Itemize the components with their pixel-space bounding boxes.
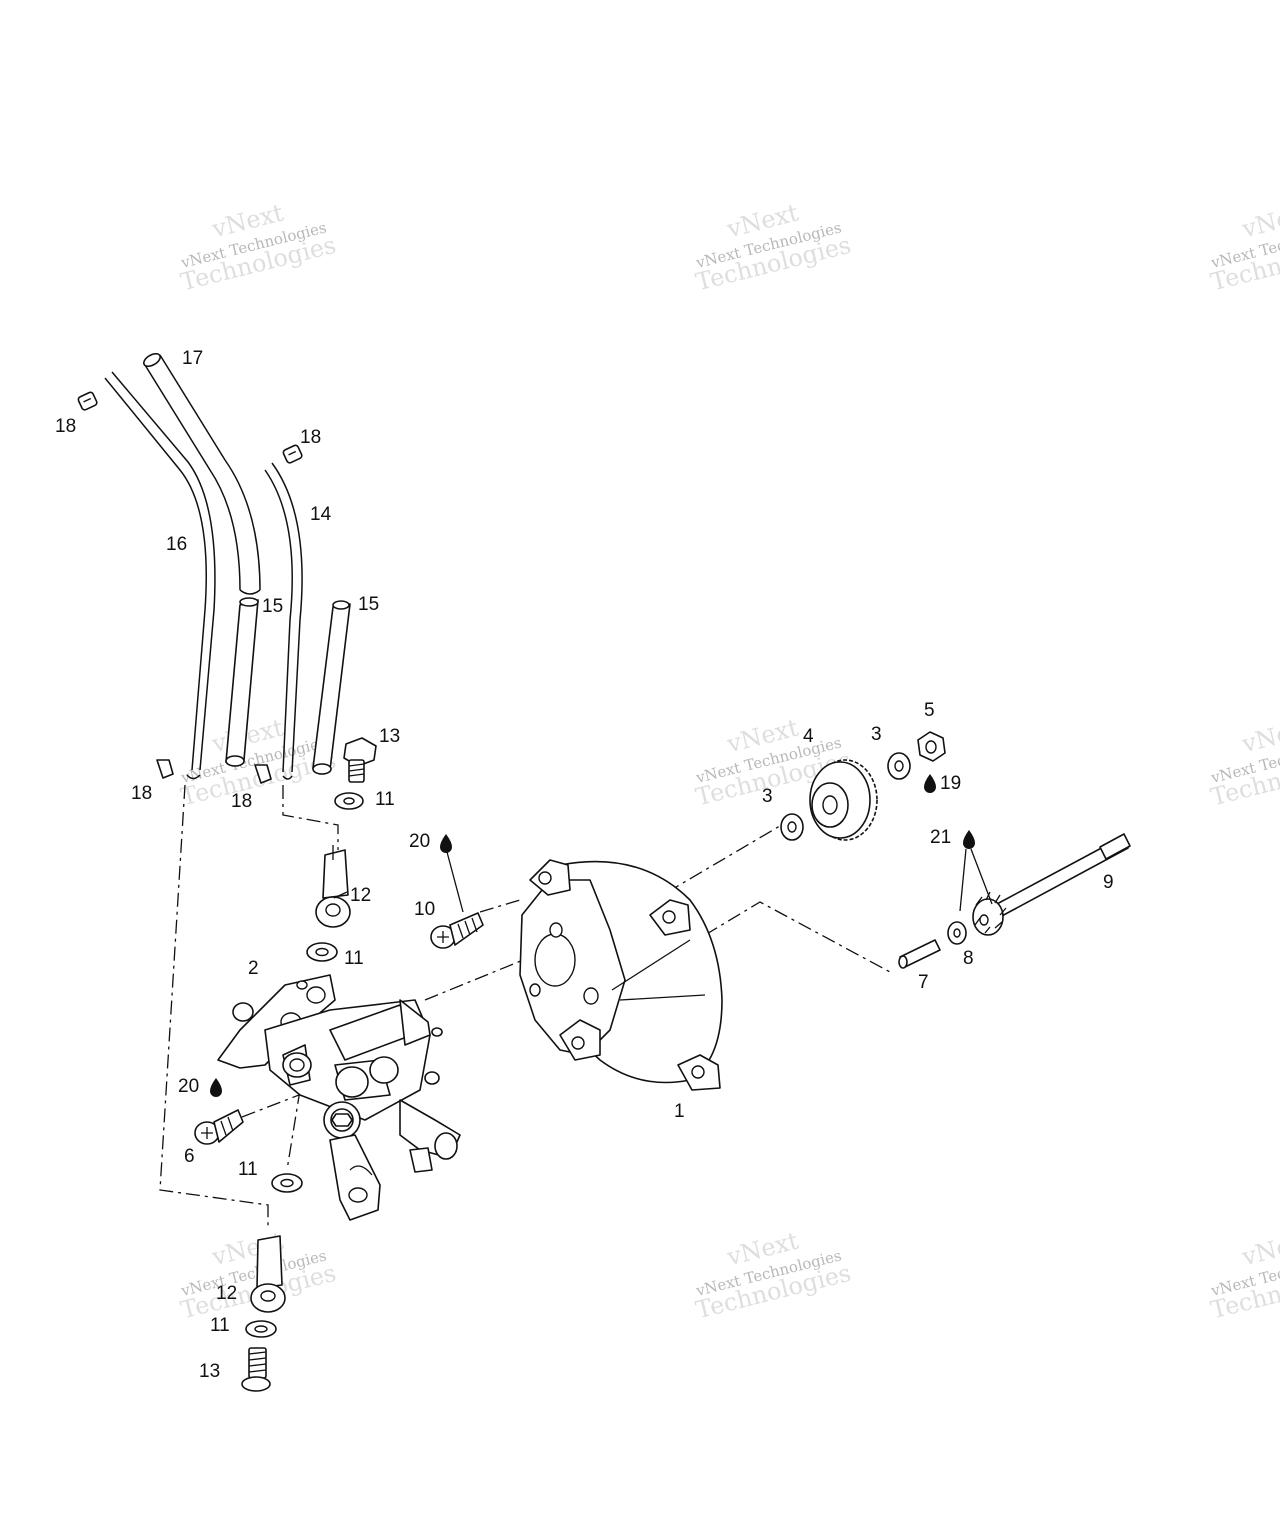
callout-10: 10 [414,899,435,920]
washer-11-lower-b [245,1320,277,1338]
screw-6 [194,1109,244,1145]
callout-2: 2 [248,958,259,979]
pump-cover-1 [519,859,723,1091]
watermark: vNext vNext Technologies Technologies [1208,1227,1280,1325]
upper-banjo-group [306,737,377,962]
leader-21-right [970,848,993,905]
oil-drop-icon [924,774,936,793]
callout-4: 4 [803,726,814,747]
watermark: vNext vNext Technologies Technologies [1208,714,1280,812]
oil-drop-icon [440,834,452,853]
washer-11-lower-a [271,1173,303,1193]
watermark-brand: vNext [1238,199,1280,244]
nut-5 [917,731,946,762]
assembly-line-screw-10 [479,899,521,913]
tube-15-left [225,597,259,767]
callout-3-lower: 3 [762,786,773,807]
washer-3-lower [780,813,804,841]
oil-drop-icon [210,1078,222,1097]
leader-12-top [333,891,348,899]
banjo-bolt-13-top [343,737,377,783]
washer-11-mid [306,942,338,962]
callout-11-a: 11 [375,789,395,810]
callout-11-c: 11 [238,1159,258,1180]
leader-20-screw-10 [446,851,464,913]
callout-3-upper: 3 [871,724,882,745]
callout-21: 21 [930,827,951,848]
washer-3-upper [887,752,911,780]
callout-13-b: 13 [199,1361,220,1382]
watermark-brand: vNext [1238,714,1280,759]
watermark: vNext vNext Technologies Technologies [1208,199,1280,297]
watermark-brand: vNext [1238,1227,1280,1272]
callout-9: 9 [1103,872,1114,893]
callout-11-b: 11 [344,948,364,969]
callout-15-b: 15 [358,594,379,615]
leader-21-left [959,848,967,912]
watermark: vNext vNext Technologies Technologies [178,1227,339,1325]
tube-14 [264,462,303,780]
callout-20-a: 20 [409,831,430,852]
callout-5: 5 [924,700,935,721]
callout-13-a: 13 [379,726,400,747]
pin-7 [898,939,941,969]
oil-pump-2 [217,974,461,1221]
callout-6: 6 [184,1146,195,1167]
oil-drop-icon [963,830,975,849]
assembly-line-pin [704,901,891,973]
callout-12-a: 12 [350,885,371,906]
watermark: vNext vNext Technologies Technologies [693,199,854,297]
callout-7: 7 [918,972,929,993]
assembly-line-lower-banjo [286,1089,301,1171]
callout-11-d: 11 [210,1315,230,1336]
callout-19: 19 [940,773,961,794]
callout-18-c: 18 [131,783,152,804]
banjo-bolt-13-bottom [241,1347,271,1392]
assembly-line-upper-banjo [282,785,339,850]
callouts: 1 2 3 3 4 5 6 7 8 9 10 11 11 11 11 12 12… [55,348,1114,1382]
clip-18-top-left [77,391,98,411]
banjo-fitting-12-bottom [250,1235,286,1313]
screw-10 [430,912,484,949]
banjo-fitting-12-top [315,845,351,928]
callout-15-a: 15 [262,596,283,617]
lower-banjo-group [241,1173,303,1392]
clip-18-bottom-mid [254,764,272,784]
callout-16: 16 [166,534,187,555]
washer-8 [947,921,967,945]
watermark: vNext vNext Technologies Technologies [178,199,339,297]
watermark: vNext vNext Technologies Technologies [693,1227,854,1325]
callout-18-a: 18 [55,416,76,437]
shaft-9 [972,833,1131,936]
callout-18-b: 18 [300,427,321,448]
clip-18-top-right [282,444,303,464]
tube-16 [104,371,216,780]
washer-11-upper [334,792,364,810]
hose-clips [77,391,303,784]
leader-lines [333,848,993,913]
callout-20-b: 20 [178,1076,199,1097]
callout-12-b: 12 [216,1283,237,1304]
oil-tubes [104,352,351,780]
lubricant-icons [210,774,975,1097]
gear-group [780,731,946,841]
callout-17: 17 [182,348,203,369]
callout-18-d: 18 [231,791,252,812]
gear-4 [809,759,878,841]
clip-18-bottom-left [156,759,174,779]
callout-14: 14 [310,504,332,525]
callout-1: 1 [674,1101,685,1122]
tube-15-right [312,600,351,775]
tube-17 [143,352,261,595]
assembly-line-left [159,784,269,1230]
callout-8: 8 [963,948,974,969]
